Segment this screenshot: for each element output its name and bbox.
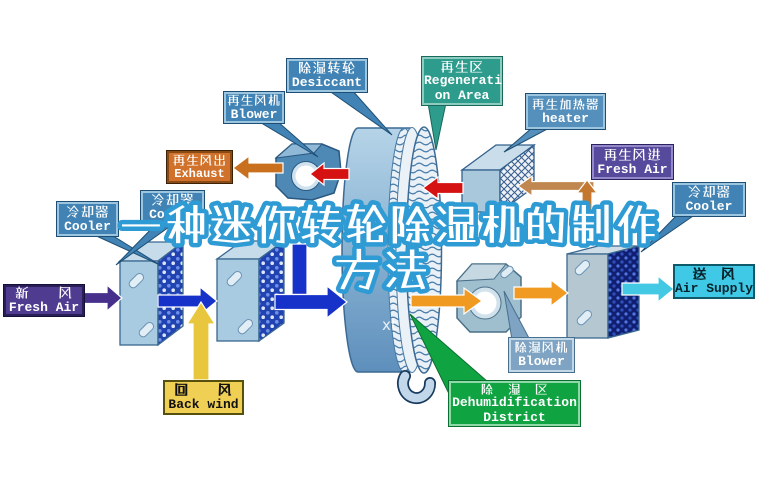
label-air-supply-en: Air Supply (675, 281, 754, 297)
label-exhaust: 再生风出 Exhaust (166, 150, 233, 184)
label-heater-zh: 再生加热器 (531, 95, 600, 112)
label-dehum-district-en1: Dehumidification (452, 395, 577, 411)
label-cooler-right-en: Cooler (685, 199, 733, 215)
cooler2-coil-face (258, 239, 285, 343)
callout-tails (91, 89, 698, 401)
label-cooler-left-zh: 冷却器 (65, 202, 110, 220)
arrow-up-to-heater-duct (575, 179, 599, 215)
watermark-text: xt (382, 316, 397, 334)
arrow-fresh-air-to-cooler1 (81, 283, 123, 313)
label-exhaust-en: Exhaust (174, 166, 225, 181)
arrow-heater-to-wheel (421, 175, 464, 201)
label-regen-blower: 再生风机 Blower (223, 91, 285, 124)
arrow-wheel-to-process-blower (410, 286, 484, 316)
arrow-wheel-to-regen-blower (309, 161, 350, 187)
label-cooler-mid-zh: 冷却器 (150, 191, 195, 209)
arrow-cooler2-to-wheel (274, 284, 348, 320)
label-regen-area-en1: Regenerati (424, 73, 503, 89)
process-blower-unit (455, 263, 522, 333)
label-regen-blower-zh: 再生风机 (226, 91, 281, 108)
label-dehum-district-en2: District (483, 409, 546, 425)
label-regen-area-zh: 再生区 (440, 57, 484, 75)
arrow-back-wind-up (185, 300, 217, 381)
arrow-blower-to-exhaust (232, 154, 284, 182)
label-back-wind-zh: 回 风 (174, 381, 233, 399)
label-desiccant-en: Desiccant (291, 75, 363, 91)
label-regen-fresh-air-zh: 再生风进 (603, 145, 662, 163)
label-cooler-right-zh: 冷却器 (687, 183, 731, 201)
label-regen-blower-en: Blower (230, 106, 278, 122)
heater-unit (460, 143, 536, 214)
desiccant-wheel-unit: xt (341, 126, 443, 374)
label-exhaust-zh: 再生风出 (172, 152, 227, 168)
label-back-wind-en: Back wind (168, 397, 239, 413)
label-dehum-blower: 除湿风机 Blower (508, 337, 575, 373)
label-cooler-left-en: Cooler (64, 218, 111, 234)
label-fresh-air-zh: 新 风 (15, 284, 73, 302)
label-desiccant-zh: 除湿转轮 (298, 59, 356, 77)
label-heater-en: heater (542, 110, 589, 126)
label-cooler-left: 冷却器 Cooler (56, 201, 119, 237)
label-air-supply: 送 风 Air Supply (673, 264, 755, 299)
label-dehum-blower-en: Blower (518, 354, 565, 369)
label-fresh-air-en: Fresh Air (8, 300, 80, 316)
label-dehum-district: 除 湿 区 Dehumidification District (448, 380, 581, 427)
arrow-process-blower-to-cooler (513, 278, 569, 308)
label-desiccant: 除湿转轮 Desiccant (286, 58, 368, 93)
label-regen-area-en2: on Area (434, 87, 490, 103)
label-dehum-district-zh: 除 湿 区 (480, 380, 549, 397)
label-dehum-blower-zh: 除湿风机 (514, 339, 569, 356)
label-cooler-mid-en: Cooler (149, 207, 196, 223)
cooler-unit-2 (214, 239, 287, 343)
cooler1-coil-face (157, 240, 184, 347)
flow-arrows (81, 154, 675, 381)
label-regen-fresh-air: 再生风进 Fresh Air (591, 144, 674, 180)
label-regen-area: 再生区 Regenerati on Area (421, 56, 503, 106)
label-regen-fresh-air-en: Fresh Air (597, 161, 668, 177)
label-fresh-air: 新 风 Fresh Air (3, 284, 85, 317)
regeneration-blower-unit (274, 143, 342, 201)
wheel-rotation-arrow (397, 370, 436, 405)
label-heater: 再生加热器 heater (525, 93, 606, 130)
cooler-unit-1 (118, 240, 185, 347)
arrow-cooler-to-air-supply (621, 274, 675, 304)
label-cooler-right: 冷却器 Cooler (672, 182, 746, 217)
label-back-wind: 回 风 Back wind (163, 380, 244, 415)
label-air-supply-zh: 送 风 (692, 265, 736, 283)
label-cooler-mid: 冷却器 Cooler (140, 190, 205, 225)
